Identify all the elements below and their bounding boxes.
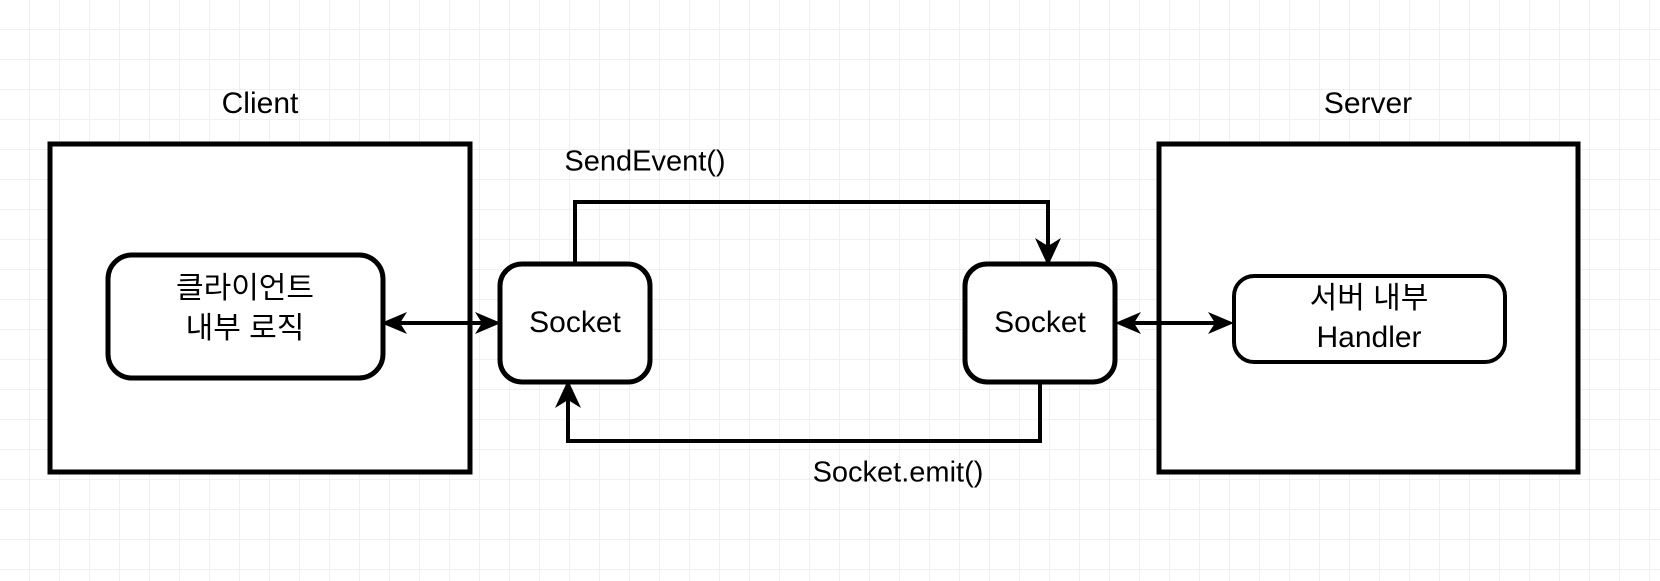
node-label-server-handler-line2: Handler [1316,321,1421,354]
node-box-client-socket[interactable] [497,261,653,385]
node-label-client-logic-line2: 내부 로직 [186,312,305,345]
node-label-client-socket: Socket [529,306,621,339]
arrowhead-down-send-event [1035,238,1061,266]
node-box-client-logic[interactable] [105,252,386,381]
arrowhead-right-server-handler [1208,312,1234,334]
group-label-server: Server [1324,87,1412,120]
node-box-server-socket[interactable] [962,261,1118,385]
node-box-server-handler[interactable] [1232,274,1507,364]
edge-label-send-event: SendEvent() [564,146,725,178]
node-label-server-handler-line1: 서버 내부 [1310,282,1429,315]
arrowhead-left-client-logic [381,312,407,334]
arrowhead-right-client-socket [475,312,501,334]
edge-label-socket-emit: Socket.emit() [813,457,984,489]
edge-path-socket-emit[interactable] [566,382,1042,443]
edge-path-send-event[interactable] [573,200,1050,264]
node-label-server-socket: Socket [994,306,1086,339]
group-label-client: Client [222,87,299,120]
arrowhead-left-server-socket [1115,312,1141,334]
node-label-client-logic-line1: 클라이언트 [176,272,314,305]
arrowhead-up-socket-emit [555,380,581,408]
